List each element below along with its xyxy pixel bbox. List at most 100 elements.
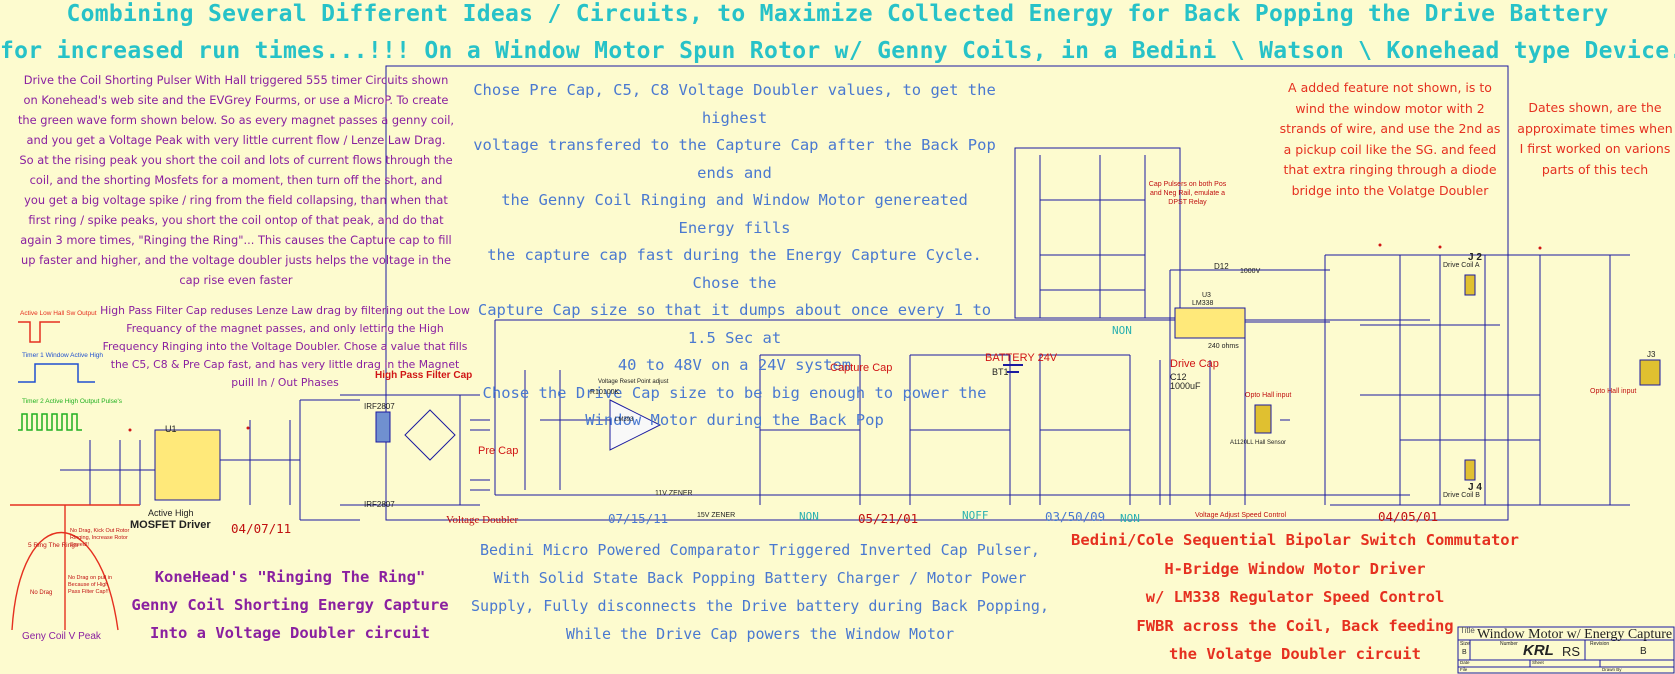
feature-line: that extra ringing through a diode <box>1283 162 1497 177</box>
j3-label: J3 <box>1647 350 1656 359</box>
peak-title: Geny Coil V Peak <box>22 631 101 642</box>
bc-line: With Solid State Back Popping Battery Ch… <box>493 569 1027 587</box>
left-line: first ring / spike peaks, you short the … <box>28 213 444 227</box>
date-4: 03/50/09 <box>1045 509 1106 524</box>
center-line: Capture Cap size so that it dumps about … <box>477 301 992 347</box>
v1000-label: 1000V <box>1240 268 1261 275</box>
waveform-green-label: Timer 2 Active High Output Pulse's <box>22 398 122 405</box>
tb-date-label: Date <box>1460 660 1470 665</box>
br-line: the Volatge Doubler circuit <box>1169 645 1421 663</box>
irf2807-label: IRF2807 <box>364 402 395 411</box>
tb-drawn-label: Drawn By <box>1602 667 1622 672</box>
tb-file-label: File <box>1460 667 1468 672</box>
waveform-red-label: Active Low Hall Sw Output <box>20 310 97 317</box>
r10-label: R10100K <box>590 389 620 396</box>
u3-label: U3 <box>1202 292 1211 299</box>
bc-line: While the Drive Cap powers the Window Mo… <box>565 625 955 643</box>
bl-line: KoneHead's "Ringing The Ring" <box>154 568 426 586</box>
tb-number: KRL <box>1523 642 1554 659</box>
non-label-2: NON <box>799 510 819 523</box>
center-line: 40 to 48V on a 24V system <box>617 356 852 374</box>
center-line: Window Motor during the Back Pop <box>585 411 884 429</box>
d12-label: D12 <box>1214 262 1229 271</box>
tb-size-label: Size <box>1460 641 1470 647</box>
noff-label: NOFF <box>962 509 989 522</box>
bottom-left-caption: KoneHead's "Ringing The Ring" Genny Coil… <box>125 563 455 647</box>
date-3: 05/21/01 <box>858 511 919 526</box>
bottom-right-caption: Bedini/Cole Sequential Bipolar Switch Co… <box>1060 526 1530 669</box>
dates-line: I first worked on varions <box>1519 141 1671 156</box>
high-pass-label: High Pass Filter Cap <box>375 370 473 381</box>
bc-line: Bedini Micro Powered Comparator Triggere… <box>480 541 1040 559</box>
br-line: FWBR across the Coil, Back feeding <box>1136 616 1454 635</box>
mosfet-driver-label-1: Active High <box>148 508 194 518</box>
hp-line: puill In / Out Phases <box>231 376 339 389</box>
left-line: Drive the Coil Shorting Pulser With Hall… <box>23 73 449 87</box>
left-line: and you get a Voltage Peak with very lit… <box>26 133 446 147</box>
waveform-blue-label: Timer 1 Window Active High <box>22 352 104 359</box>
center-line: Chose Pre Cap, C5, C8 Voltage Doubler va… <box>473 81 996 127</box>
title-line-1: Combining Several Different Ideas / Circ… <box>66 1 1609 27</box>
opto-hall-label-2: Opto Hall input <box>1590 388 1637 395</box>
zener-15v-label: 15V ZENER <box>697 512 736 519</box>
left-line: you get a big voltage spike / ring from … <box>24 193 448 207</box>
bottom-center-caption: Bedini Micro Powered Comparator Triggere… <box>470 536 1050 648</box>
br-line: Bedini/Cole Sequential Bipolar Switch Co… <box>1071 531 1519 549</box>
tb-revision: B <box>1640 646 1647 657</box>
br-line: w/ LM338 Regulator Speed Control <box>1145 588 1445 606</box>
c12-label: C12 <box>1170 372 1187 382</box>
non-label-1: NON <box>1112 324 1132 337</box>
pre-cap-label: Pre Cap <box>478 445 519 457</box>
dates-line: approximate times when <box>1517 120 1673 136</box>
left-line: up faster and higher, and the voltage do… <box>21 253 451 267</box>
feature-line: A added feature not shown, is to <box>1288 80 1492 95</box>
comparator-label: Voltage Reset Point adjust <box>598 379 669 385</box>
opto-hall-label: Opto Hall input <box>1245 392 1292 399</box>
tb-revision-label: Revision <box>1590 641 1610 647</box>
capture-cap-label: Capture Cap <box>830 362 893 374</box>
drive-coil-b-label: Drive Coil B <box>1443 492 1480 499</box>
lm393-label: LM393 <box>615 417 634 423</box>
bl-line: Into a Voltage Doubler circuit <box>150 624 430 642</box>
peak-no-drag2: No Drag <box>30 590 53 596</box>
feature-line: strands of wire, and use the 2nd as <box>1279 121 1501 136</box>
feature-note: A added feature not shown, is to wind th… <box>1270 78 1510 201</box>
high-pass-description: High Pass Filter Cap reduses Lenze Law d… <box>100 302 470 392</box>
hp-line: Frequancy of the magnet passes, and only… <box>126 322 444 335</box>
center-description: Chose Pre Cap, C5, C8 Voltage Doubler va… <box>472 77 997 435</box>
tb-sheet-label: Sheet <box>1532 660 1544 665</box>
br-line: H-Bridge Window Motor Driver <box>1164 559 1426 578</box>
tb-title: Window Motor w/ Energy Capture <box>1477 627 1673 642</box>
u1-label: U1 <box>165 424 177 434</box>
left-line: So at the rising peak you short the coil… <box>19 153 453 167</box>
tb-number-label: Number <box>1500 641 1518 647</box>
dates-note: Dates shown, are the approximate times w… <box>1515 98 1675 180</box>
voltage-doubler-label: Voltage Doubler <box>446 514 519 526</box>
zener-11v-label: 11V ZENER <box>655 490 693 497</box>
left-line: cap rise even faster <box>179 273 293 287</box>
feature-line: bridge into the Volatge Doubler <box>1291 182 1489 198</box>
tb-rs: RS <box>1562 644 1581 659</box>
irf2807b-label: IRF2807 <box>364 500 395 509</box>
feature-line: wind the window motor with 2 <box>1295 100 1485 116</box>
hall-sensor-label: A1120LL Hall Sensor <box>1230 440 1287 446</box>
hp-line: the C5, C8 & Pre Cap fast, and has very … <box>110 358 460 371</box>
center-line: the Genny Coil Ringing and Window Motor … <box>501 191 968 237</box>
left-description: Drive the Coil Shorting Pulser With Hall… <box>2 70 470 290</box>
bc-line: Supply, Fully disconnects the Drive batt… <box>471 597 1049 615</box>
date-1: 04/07/11 <box>231 521 292 536</box>
c12-value: 1000uF <box>1170 381 1201 391</box>
center-line: voltage transfered to the Capture Cap af… <box>473 136 996 182</box>
feature-line: a pickup coil like the SG. and feed <box>1283 141 1497 157</box>
peak-kick-label: No Drag, Kick Out Rotor Ringing, Increas… <box>70 528 130 548</box>
voltage-adjust-label: Voltage Adjust Speed Control <box>1195 512 1287 519</box>
center-line: Chose the Drive Cap size to be big enoug… <box>482 383 987 402</box>
j4-label: J 4 <box>1468 482 1482 493</box>
non-label-3: NON <box>1120 512 1140 525</box>
cap-pulsers-note: Cap Pulsers on both Pos and Neg Rail, em… <box>1148 181 1227 206</box>
bl-line: Genny Coil Shorting Energy Capture <box>131 596 449 614</box>
lm338-label: LM338 <box>1192 300 1214 307</box>
battery-label: BATTERY 24V <box>985 352 1058 364</box>
mosfet-driver-label-2: MOSFET Driver <box>130 519 211 531</box>
dates-line: parts of this tech <box>1541 161 1649 177</box>
